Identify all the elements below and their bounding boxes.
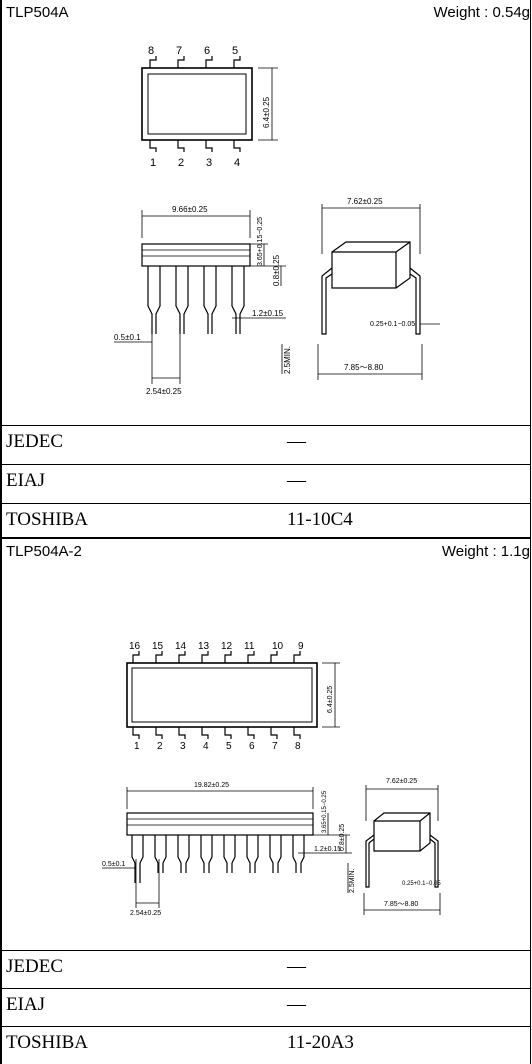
side-view-leads (131, 835, 305, 883)
pin-label: 10 (272, 641, 284, 652)
row-key: TOSHIBA (6, 1032, 88, 1053)
dim-stand-off: 0.8±0.25 (272, 254, 281, 286)
dim-lead-width: 1.2±0.15 (314, 846, 341, 853)
dim-lead-span: 7.85～8.80 (344, 363, 384, 372)
pin-label: 9 (298, 641, 304, 652)
pin-label: 13 (198, 641, 210, 652)
top-view-leads-bottom (132, 727, 301, 739)
dim-lead-pin: 0.5±0.1 (114, 333, 141, 342)
dim-length: 9.66±0.25 (172, 205, 208, 214)
table-row-eiaj: EIAJ — (2, 464, 530, 498)
row-key: TOSHIBA (6, 509, 88, 530)
end-view-body (373, 812, 431, 852)
side-view-leads (147, 266, 245, 334)
pin-label: 7 (272, 741, 278, 752)
model-name: TLP504A (6, 4, 69, 21)
dim-length: 19.82±0.25 (194, 782, 229, 789)
dim-row-spacing: 7.62±0.25 (386, 778, 417, 785)
pin-label: 6 (249, 741, 255, 752)
dim-lead-span: 7.85～8.80 (384, 901, 418, 908)
row-value: — (287, 470, 306, 491)
panel-header: TLP504A-2 Weight : 1.1g (2, 539, 530, 563)
pin-label: 5 (226, 741, 232, 752)
pin-label: 4 (203, 741, 209, 752)
row-key: JEDEC (6, 956, 63, 977)
dim-width: 6.4±0.25 (327, 686, 334, 713)
table-row-toshiba: TOSHIBA 11-20A3 (2, 1026, 530, 1060)
dim-pitch: 2.54±0.25 (130, 910, 161, 917)
pin-label: 6 (204, 45, 210, 57)
dim-stand-off: 0.8±0.25 (339, 824, 346, 851)
table-row-toshiba: TOSHIBA 11-10C4 (2, 503, 530, 537)
row-value: — (287, 431, 306, 452)
row-value: 11-10C4 (287, 509, 353, 530)
table-row-jedec: JEDEC — (2, 950, 530, 984)
top-view-body (126, 662, 318, 728)
side-view-body (126, 812, 314, 836)
pin-label: 11 (244, 641, 255, 652)
row-value: — (287, 994, 306, 1015)
pin-label: 5 (232, 45, 238, 57)
row-key: EIAJ (6, 994, 46, 1015)
end-view-body (331, 241, 411, 289)
pin-label: 16 (129, 641, 141, 652)
pin-label: 14 (175, 641, 187, 652)
weight-label: Weight : 1.1g (441, 543, 530, 560)
top-view-leads-top (132, 651, 301, 663)
pin-label: 7 (176, 45, 182, 57)
package-panel-tlp504a-2: TLP504A-2 Weight : 1.1g (0, 537, 531, 1064)
weight-label: Weight : 0.54g (433, 4, 530, 21)
table-row-eiaj: EIAJ — (2, 988, 530, 1022)
pin-label: 3 (180, 741, 186, 752)
dim-thickness: 0.25+0.1−0.05 (370, 321, 415, 328)
row-value: — (287, 956, 306, 977)
package-drawing: 8 7 6 5 1 2 3 4 6.4±0.25 9.66±0.25 7.62±… (114, 45, 440, 396)
pin-label: 8 (148, 45, 154, 57)
top-view-body (141, 67, 253, 141)
pin-label: 8 (295, 741, 301, 752)
dim-lead-min: 2.5MIN. (349, 868, 356, 893)
row-value: 11-20A3 (287, 1032, 354, 1053)
end-view-leads (321, 267, 333, 335)
pin-label: 1 (150, 157, 156, 169)
pin-label: 15 (152, 641, 164, 652)
dim-lead-pin: 0.5±0.1 (102, 861, 125, 868)
row-key: JEDEC (6, 431, 63, 452)
package-drawing: 16 15 14 13 12 11 10 9 1 2 3 4 5 6 7 8 6… (102, 641, 441, 917)
top-view-leads-bottom (149, 140, 241, 152)
row-key: EIAJ (6, 470, 46, 491)
dim-thickness: 0.25+0.1−0.05 (402, 881, 441, 887)
end-view-leads (365, 834, 375, 888)
dim-height: 3.65+0.15−0.25 (257, 217, 264, 266)
dim-row-spacing: 7.62±0.25 (347, 197, 383, 206)
model-name: TLP504A-2 (6, 543, 82, 560)
dim-height: 3.65+0.15−0.25 (322, 790, 328, 833)
pin-label: 2 (178, 157, 184, 169)
table-row-jedec: JEDEC — (2, 425, 530, 459)
pin-label: 12 (221, 641, 233, 652)
pin-label: 3 (206, 157, 212, 169)
pin-label: 4 (234, 157, 240, 169)
dim-lead-min: 2.5MIN. (283, 346, 292, 374)
pin-label: 2 (157, 741, 163, 752)
package-panel-tlp504a: TLP504A Weight : 0.54g (0, 0, 531, 537)
panel-header: TLP504A Weight : 0.54g (2, 0, 530, 24)
pin-label: 1 (134, 741, 140, 752)
side-view-body (141, 243, 251, 267)
dim-lead-width: 1.2±0.15 (252, 309, 284, 318)
dim-width: 6.4±0.25 (262, 96, 271, 128)
top-view-leads-top (149, 56, 241, 68)
dim-pitch: 2.54±0.25 (146, 387, 182, 396)
